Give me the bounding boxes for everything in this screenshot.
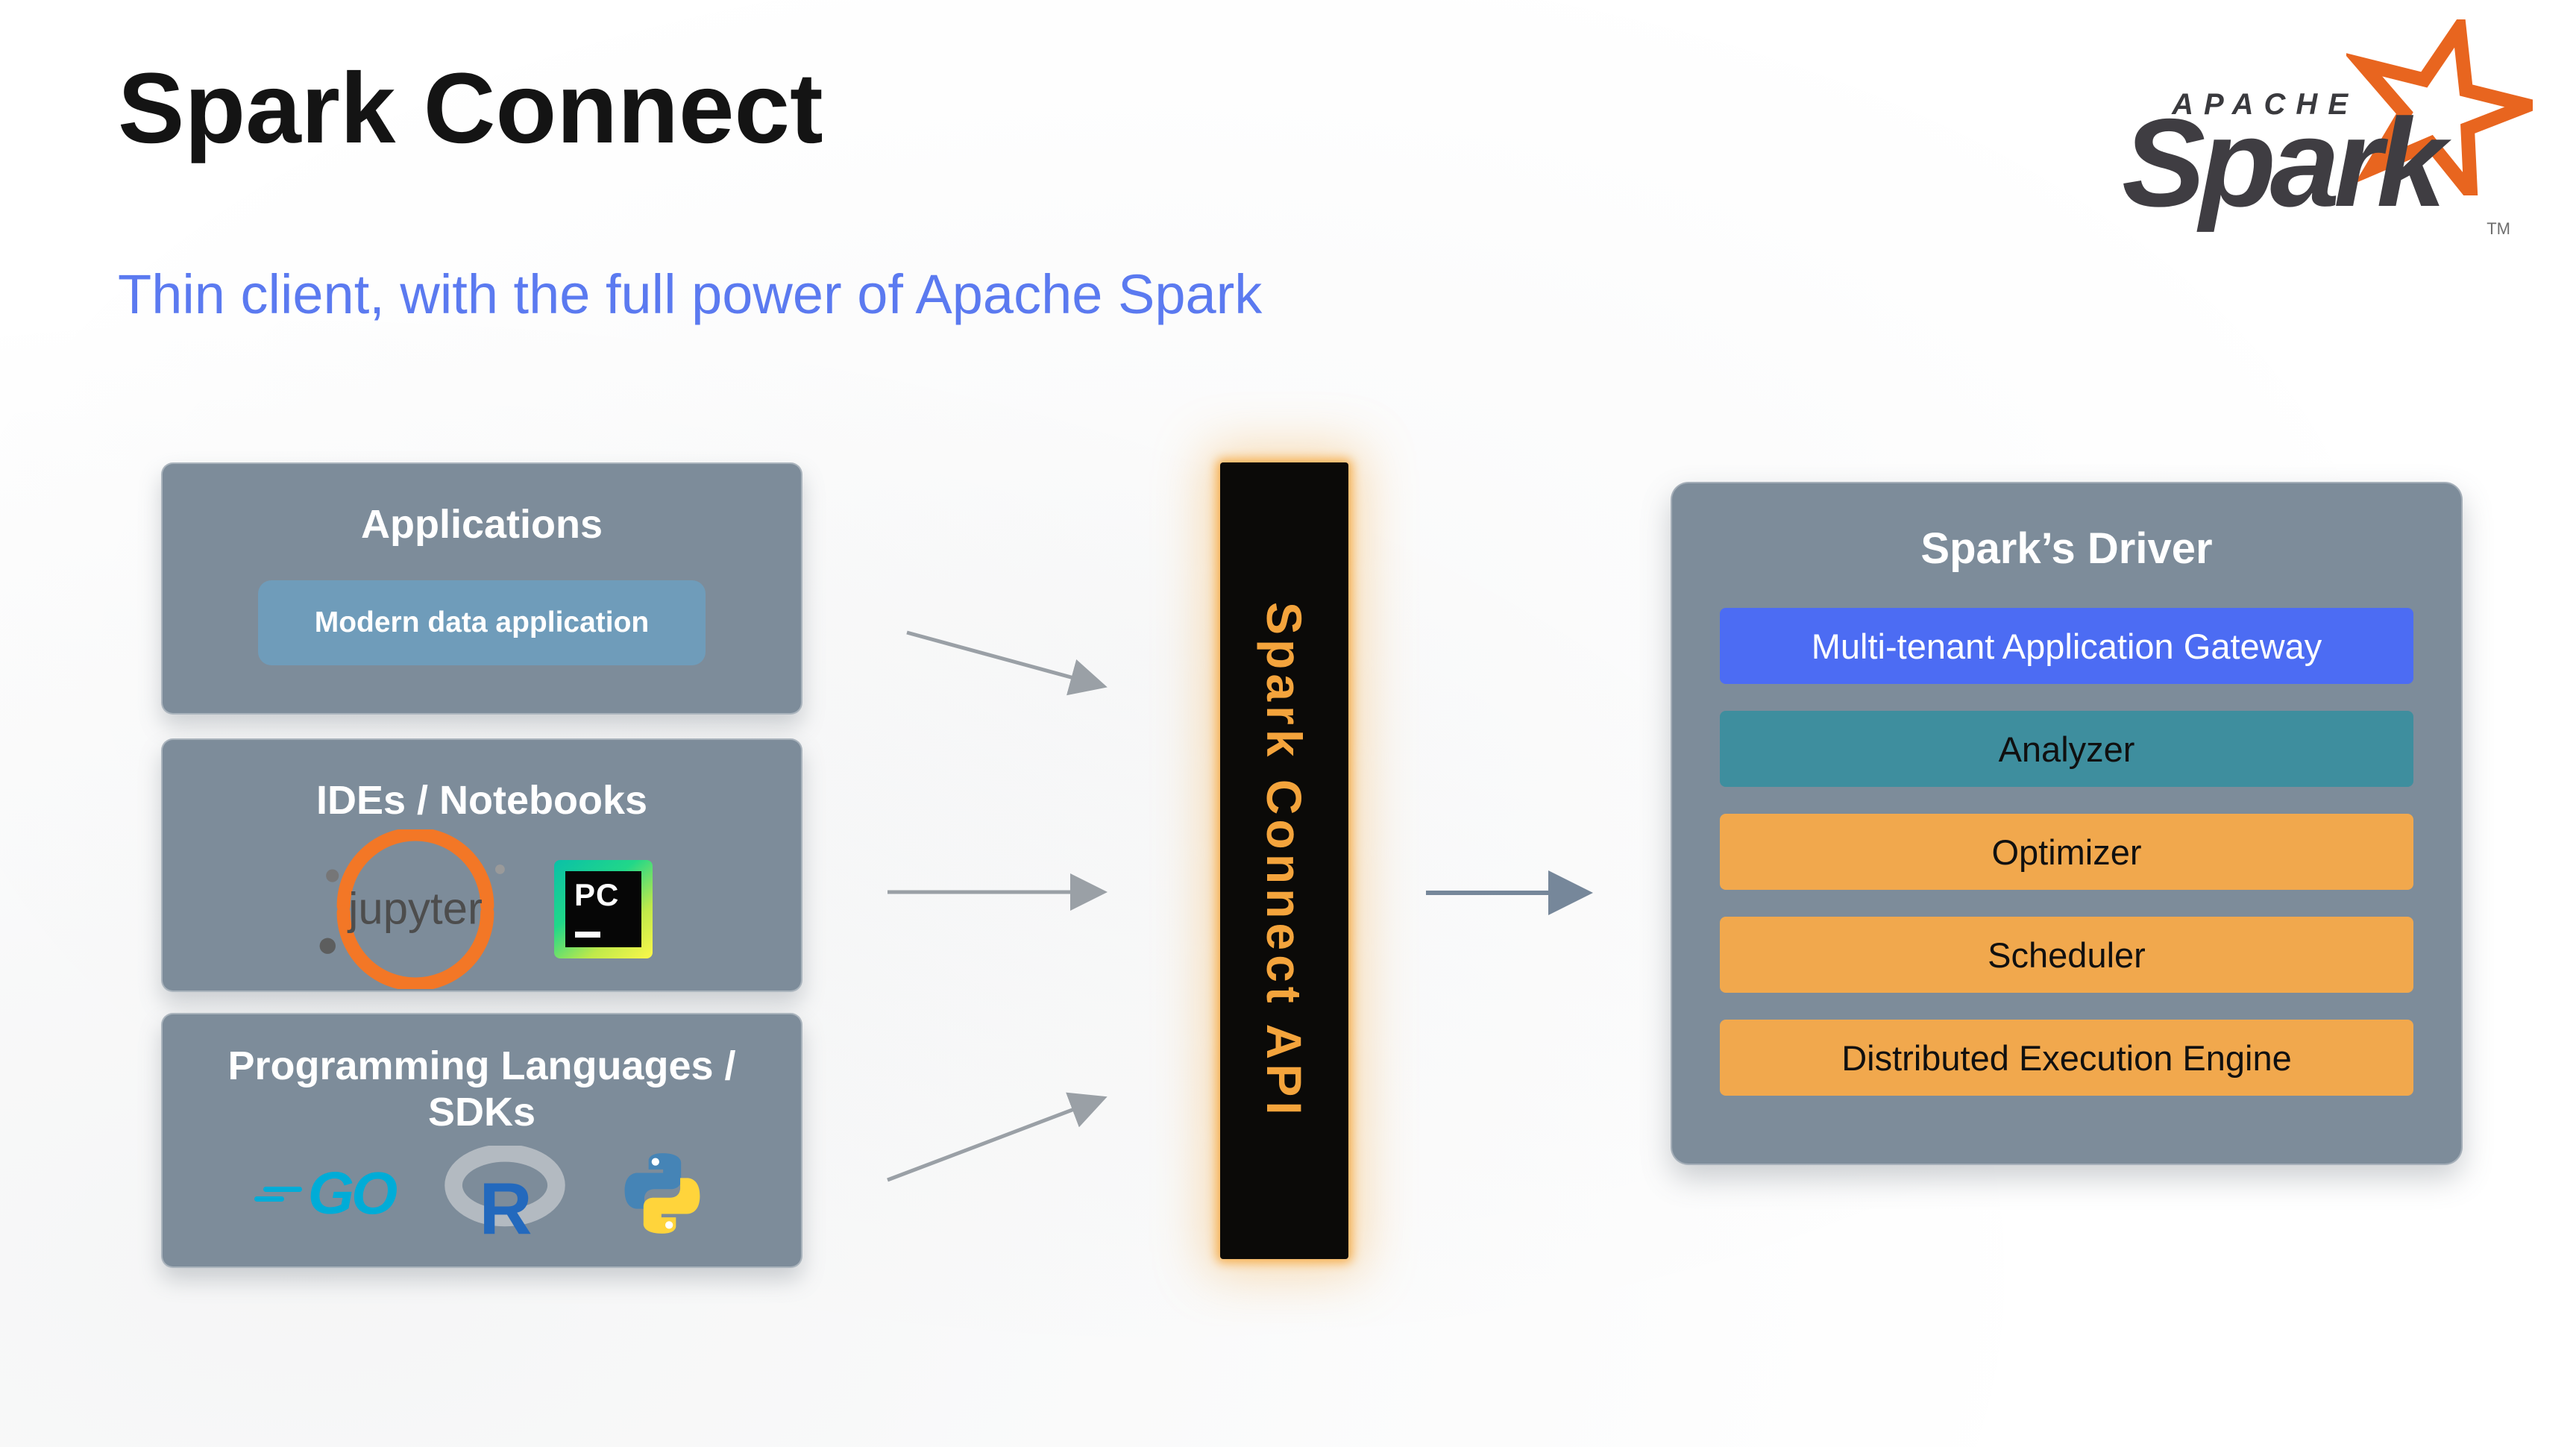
- arrow-applications-to-api: [906, 630, 1108, 696]
- arrow-languages-to-api: [887, 1092, 1108, 1182]
- jupyter-icon: jupyter: [319, 829, 505, 989]
- spark-connect-api-label: Spark Connect API: [1257, 602, 1312, 1120]
- ides-notebooks-box: IDEs / Notebooks jupyter PC: [161, 738, 802, 992]
- apache-spark-logo: APACHE Spark TM: [2081, 19, 2533, 251]
- logo-spark-wordmark: Spark: [2122, 92, 2446, 233]
- driver-row-optimizer: Optimizer: [1720, 814, 2413, 890]
- r-icon: R: [444, 1146, 565, 1241]
- pycharm-inner-square: PC: [565, 871, 641, 947]
- logo-apache-text: APACHE: [2172, 88, 2358, 121]
- programming-languages-box: Programming Languages / SDKs GO R: [161, 1013, 802, 1268]
- jupyter-label: jupyter: [347, 883, 483, 933]
- applications-box: Applications Modern data application: [161, 462, 802, 715]
- page-title: Spark Connect: [118, 53, 823, 164]
- spark-driver-title: Spark’s Driver: [1920, 524, 2213, 573]
- page-subtitle: Thin client, with the full power of Apac…: [118, 263, 1263, 325]
- spark-connect-api-bar: Spark Connect API: [1220, 462, 1348, 1259]
- logo-trademark: TM: [2487, 219, 2510, 238]
- go-label: GO: [307, 1160, 398, 1227]
- driver-row-scheduler: Scheduler: [1720, 917, 2413, 993]
- spark-star-icon: [2346, 19, 2533, 195]
- spark-driver-rows: Multi-tenant Application Gateway Analyze…: [1720, 608, 2413, 1096]
- pycharm-icon: PC: [554, 860, 653, 958]
- python-icon: [624, 1153, 700, 1234]
- languages-icons-row: GO R: [163, 1146, 801, 1241]
- r-label: R: [480, 1167, 533, 1241]
- modern-data-application-chip: Modern data application: [258, 580, 706, 665]
- programming-languages-box-title: Programming Languages / SDKs: [227, 1043, 736, 1135]
- driver-row-analyzer: Analyzer: [1720, 711, 2413, 787]
- spark-driver-box: Spark’s Driver Multi-tenant Application …: [1671, 482, 2463, 1165]
- go-icon: GO: [254, 1160, 398, 1227]
- pycharm-underscore: [575, 932, 600, 938]
- driver-row-execution-engine: Distributed Execution Engine: [1720, 1020, 2413, 1096]
- driver-row-gateway: Multi-tenant Application Gateway: [1720, 608, 2413, 684]
- pycharm-label: PC: [574, 877, 620, 912]
- go-speed-lines: [254, 1187, 302, 1202]
- applications-box-title: Applications: [360, 502, 603, 547]
- ides-icons-row: jupyter PC: [163, 829, 801, 989]
- ides-notebooks-box-title: IDEs / Notebooks: [315, 778, 648, 823]
